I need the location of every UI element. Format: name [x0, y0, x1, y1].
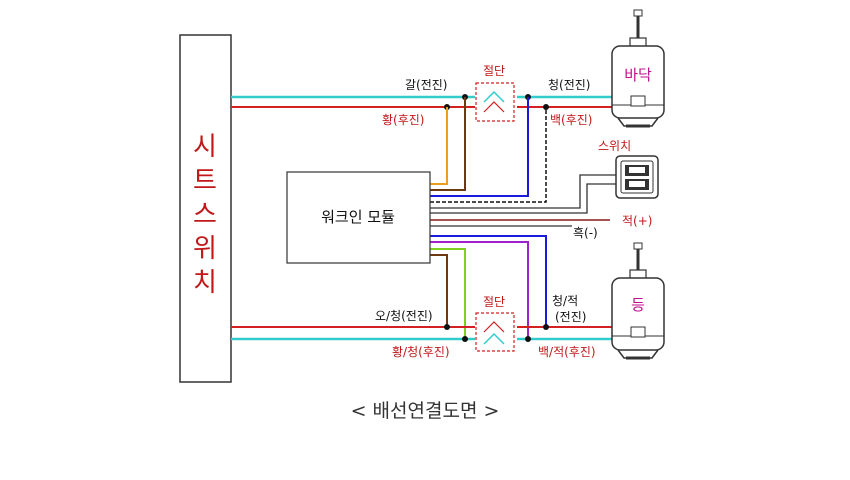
- bottom-orange-label: 오/청(전진): [375, 309, 433, 323]
- bottom-white-label: 백/적(후진): [538, 345, 596, 359]
- bottom-cut-mark: [483, 321, 505, 333]
- bottom-yellow-label: 황/청(후진): [392, 345, 450, 359]
- switch-wire: [430, 174, 616, 209]
- seat-switch-char: 스: [193, 200, 217, 230]
- brown-wire: [430, 97, 466, 191]
- switch-wire: [430, 183, 616, 214]
- diagram-caption: < 배선연결도면 >: [350, 400, 500, 422]
- power-red-label: 적(+): [622, 214, 652, 228]
- switch-label: 스위치: [598, 139, 631, 153]
- blue-wire-top: [430, 97, 529, 197]
- seat-switch-char: 시: [193, 132, 217, 162]
- junction-dot: [543, 324, 549, 330]
- seat-switch-box: [179, 34, 232, 383]
- bottom-cut-box: [475, 312, 515, 352]
- junction-dot: [462, 336, 468, 342]
- top-brown-label: 갈(전진): [405, 78, 447, 92]
- junction-dot: [444, 324, 450, 330]
- top-cut-mark: [483, 90, 505, 103]
- seat-switch-char: 트: [193, 166, 217, 196]
- switch-icon: [615, 155, 659, 199]
- blue-wire-bottom: [430, 235, 547, 327]
- bottom-blue-label: (전진): [555, 310, 586, 324]
- dashed-wire-top: [430, 107, 547, 203]
- back-motor: [611, 242, 665, 360]
- top-blue-label: 청(전진): [548, 78, 590, 92]
- walk-in-module-label: 워크인 모듈: [321, 208, 395, 226]
- top-white-label: 백(후진): [550, 113, 592, 127]
- top-cut-box: [475, 82, 515, 122]
- purple-wire: [430, 241, 529, 339]
- floor-motor-label: 바닥: [624, 66, 652, 84]
- junction-dot: [525, 336, 531, 342]
- seat-switch-char: 위: [193, 234, 217, 264]
- walk-in-module-box: [286, 171, 431, 264]
- power-black-label: 흑(-): [573, 226, 598, 240]
- green-wire: [430, 248, 466, 339]
- top-cut-mark: [483, 101, 505, 113]
- top-cut-label: 절단: [483, 64, 505, 78]
- bottom-blue-label: 청/적: [552, 294, 578, 308]
- back-motor-label: 등: [631, 296, 645, 314]
- brown-wire-bottom: [430, 254, 448, 327]
- floor-motor: [611, 9, 665, 128]
- bottom-cut-label: 절단: [483, 295, 505, 309]
- orange-wire: [430, 107, 448, 185]
- seat-switch-char: 치: [193, 268, 217, 298]
- top-yellow-label: 황(후진): [382, 113, 424, 127]
- bottom-cut-mark: [483, 332, 505, 345]
